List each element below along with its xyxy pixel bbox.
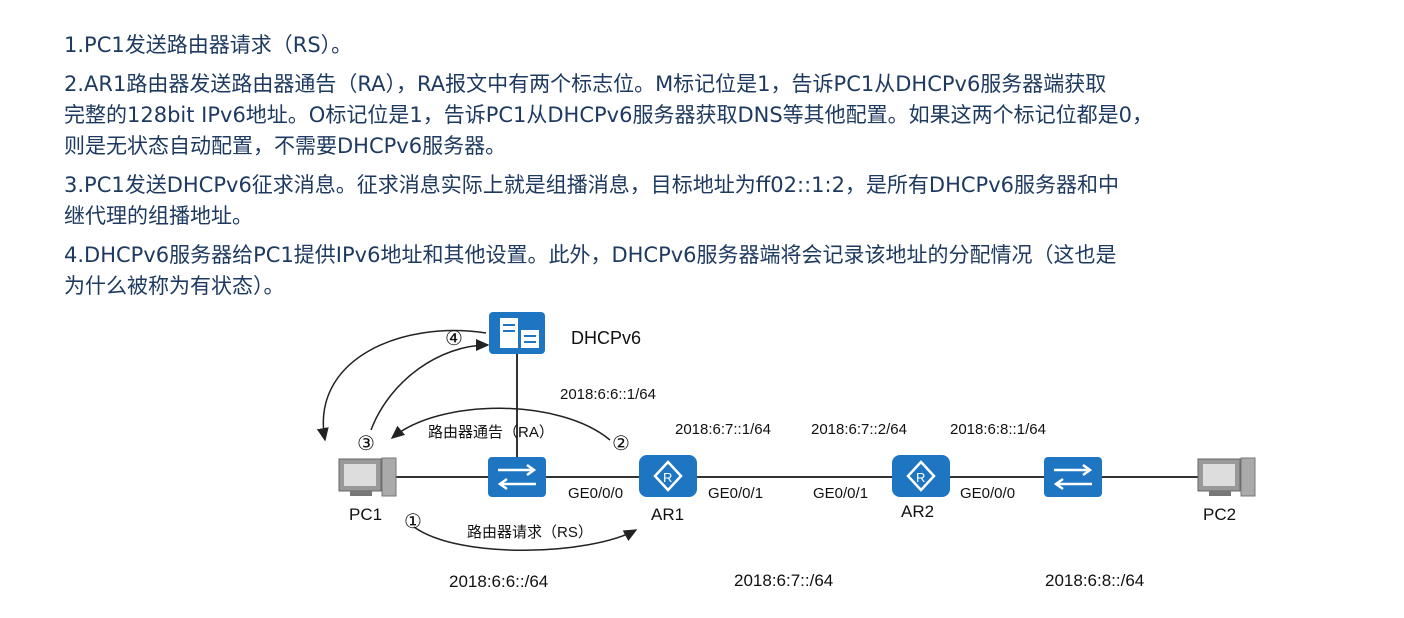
ar2-label: AR2: [901, 502, 934, 521]
marker-1: ①: [404, 511, 422, 533]
marker-4: ④: [445, 328, 463, 350]
step-4-line-1: 4.DHCPv6服务器给PC1提供IPv6地址和其他设置。此外，DHCPv6服务…: [64, 243, 1117, 267]
ra-arrow: [390, 407, 611, 441]
step-3-line-2: 继代理的组播地址。: [64, 204, 253, 228]
ar1-interface-right: GE0/0/1: [708, 485, 763, 502]
switch-icon: [488, 457, 546, 497]
ar1-interface-left: GE0/0/0: [568, 485, 623, 502]
steps-text: 1.PC1发送路由器请求（RS）。 2.AR1路由器发送路由器通告（RA），RA…: [64, 30, 1364, 310]
rs-arrow: [413, 526, 638, 551]
step-2-line-1: 2.AR1路由器发送路由器通告（RA），RA报文中有两个标志位。M标记位是1，告…: [64, 72, 1107, 96]
server-label: DHCPv6: [571, 328, 641, 348]
marker-3: ③: [357, 433, 375, 455]
step-1: 1.PC1发送路由器请求（RS）。: [64, 30, 1364, 61]
step-3: 3.PC1发送DHCPv6征求消息。征求消息实际上就是组播消息，目标地址为ff0…: [64, 170, 1364, 232]
step-2-line-3: 则是无状态自动配置，不需要DHCPv6服务器。: [64, 134, 507, 158]
ar2-address-left: 2018:6:7::2/64: [811, 421, 907, 438]
step-4-line-2: 为什么被称为有状态）。: [64, 274, 285, 298]
router-icon: R: [892, 455, 950, 497]
svg-text:R: R: [663, 470, 672, 485]
pc-icon: [1197, 457, 1256, 497]
step-1-text: 1.PC1发送路由器请求（RS）。: [64, 33, 353, 57]
pc2-label: PC2: [1203, 505, 1236, 524]
server-address: 2018:6:6::1/64: [560, 386, 656, 403]
ar1-address: 2018:6:7::1/64: [675, 421, 771, 438]
ra-label: 路由器通告（RA）: [428, 424, 554, 441]
step-2: 2.AR1路由器发送路由器通告（RA），RA报文中有两个标志位。M标记位是1，告…: [64, 69, 1364, 162]
marker-2: ②: [612, 433, 630, 455]
ar2-interface-right: GE0/0/0: [960, 485, 1015, 502]
step-2-line-2: 完整的128bit IPv6地址。O标记位是1，告诉PC1从DHCPv6服务器获…: [64, 103, 1154, 127]
network-prefix-3: 2018:6:8::/64: [1045, 571, 1144, 590]
ar1-label: AR1: [651, 505, 684, 524]
switch-icon: [1044, 457, 1102, 497]
step-3-line-1: 3.PC1发送DHCPv6征求消息。征求消息实际上就是组播消息，目标地址为ff0…: [64, 173, 1120, 197]
rs-label: 路由器请求（RS）: [467, 524, 593, 541]
ar2-interface-left: GE0/0/1: [813, 485, 868, 502]
reply-arrow: [316, 329, 487, 442]
pc1-label: PC1: [349, 505, 382, 524]
network-prefix-2: 2018:6:7::/64: [734, 571, 833, 590]
svg-text:R: R: [916, 470, 925, 485]
ar2-address-right: 2018:6:8::1/64: [950, 421, 1046, 438]
step-4: 4.DHCPv6服务器给PC1提供IPv6地址和其他设置。此外，DHCPv6服务…: [64, 240, 1364, 302]
router-icon: R: [639, 455, 697, 497]
solicit-arrow: [370, 339, 490, 431]
pc-icon: [338, 457, 397, 497]
network-prefix-1: 2018:6:6::/64: [449, 572, 548, 591]
server-icon: [489, 312, 545, 354]
